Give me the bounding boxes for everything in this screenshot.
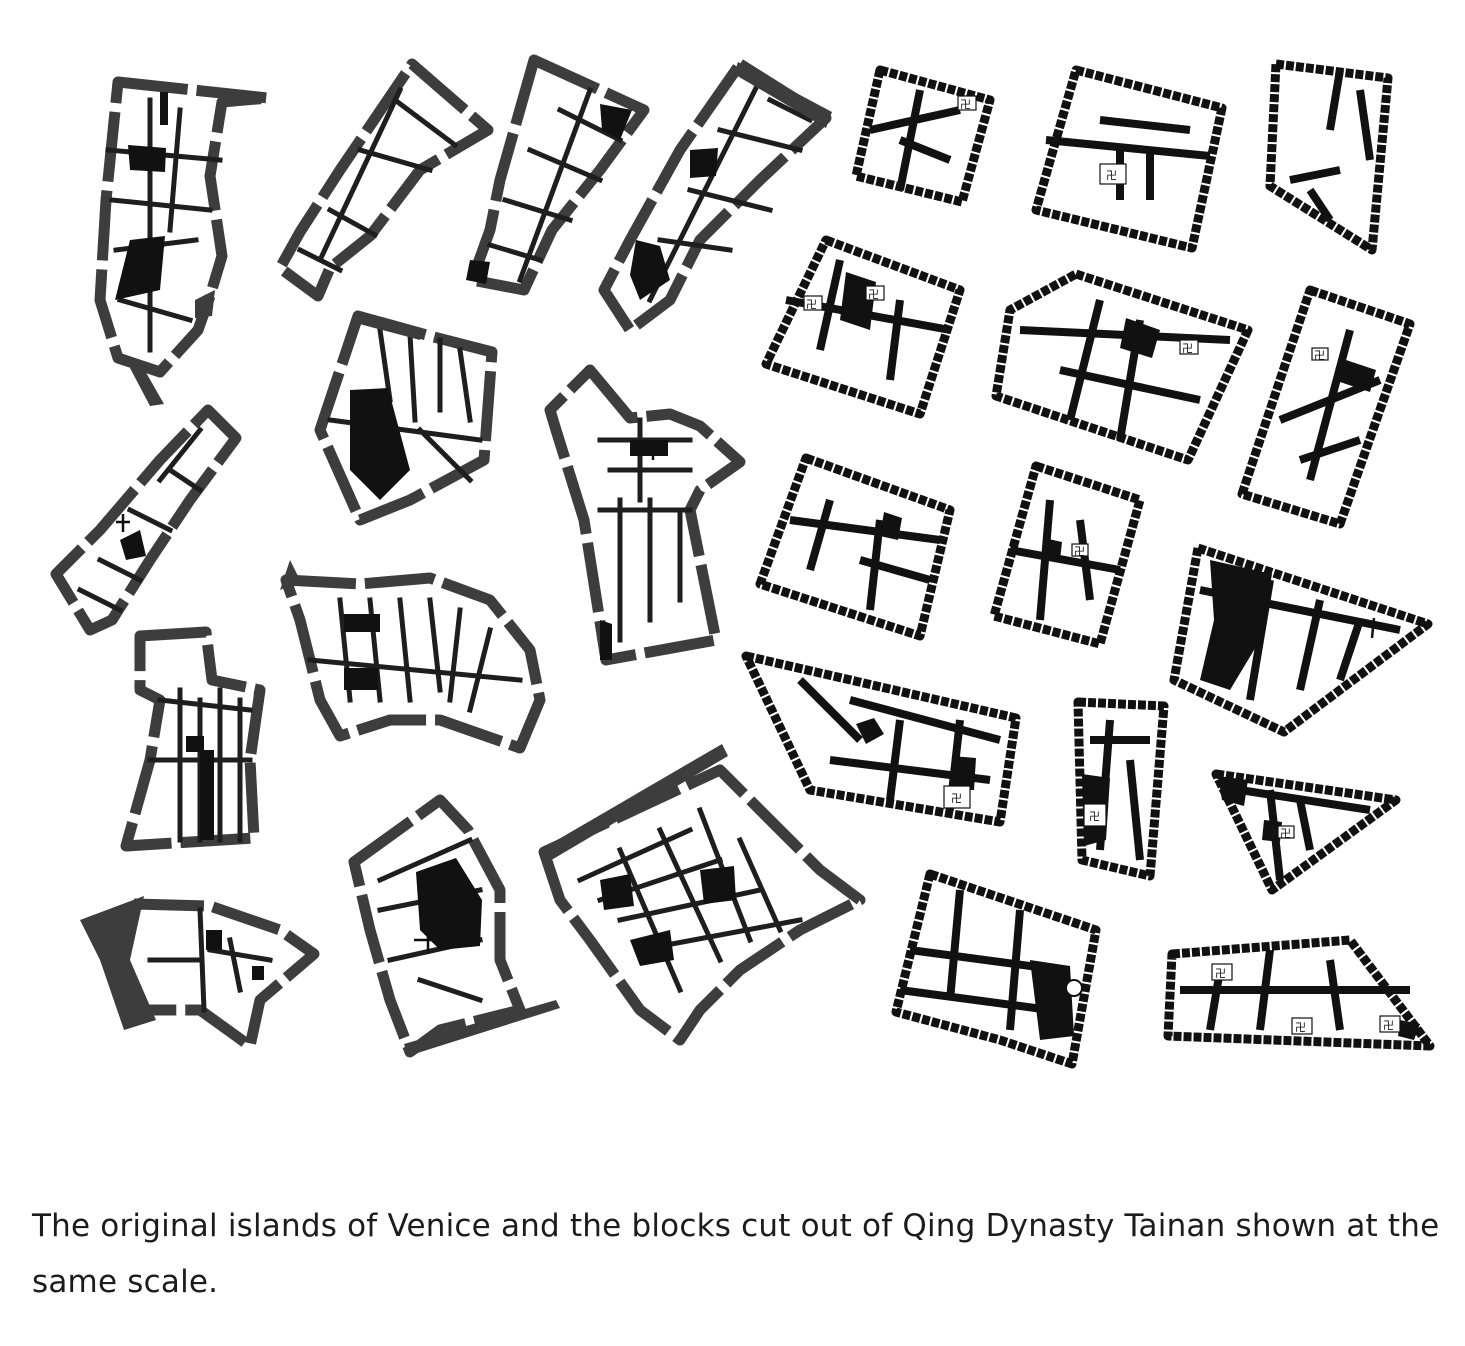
temple-mark: 卍 [1071,543,1089,558]
venice-island-1 [94,76,274,406]
svg-text:卍: 卍 [1106,169,1117,182]
tainan-block-9 [1169,543,1433,737]
venice-island-9 [120,626,266,852]
venice-islands-group [50,54,866,1058]
venice-island-2 [274,58,494,302]
venice-island-3 [466,54,650,296]
svg-text:卍: 卍 [868,288,879,301]
temple-mark: 卍 [1277,825,1295,840]
tainan-block-2: 卍 [1031,65,1227,253]
svg-text:卍: 卍 [1215,967,1226,980]
svg-text:卍: 卍 [951,792,962,805]
venice-island-8 [280,560,546,754]
venice-island-5 [50,404,242,636]
venice-island-12 [538,744,866,1046]
temple-mark: 卍 [957,95,977,111]
svg-text:卍: 卍 [1383,1019,1394,1032]
temple-mark: 卍 [1099,163,1127,185]
tainan-block-6: 卍 [1237,285,1415,529]
temple-mark: 卍卍 [803,285,885,311]
venice-island-6 [314,310,498,526]
plan-comparison-figure: 卍 卍 卍卍 卍 [50,54,1435,1069]
svg-text:卍: 卍 [1074,545,1085,558]
venice-island-7 [544,364,746,666]
venice-island-4 [598,58,832,336]
tainan-block-14: 卍卍卍 [1163,935,1435,1051]
figure-caption: The original islands of Venice and the b… [32,1208,1440,1300]
temple-mark: 卍卍卍 [1211,963,1401,1035]
tainan-block-11: 卍 [1073,697,1169,881]
tainan-block-8: 卍 [989,461,1145,649]
svg-text:卍: 卍 [960,98,971,111]
tainan-block-12: 卍 [1211,769,1401,895]
svg-text:卍: 卍 [1089,810,1100,823]
svg-text:卍: 卍 [1295,1021,1306,1034]
venice-island-11 [348,794,560,1058]
svg-text:卍: 卍 [1280,827,1291,840]
svg-text:卍: 卍 [806,298,817,311]
tainan-block-13 [891,869,1101,1069]
tainan-block-1: 卍 [851,65,995,207]
temple-mark: 卍 [943,785,971,809]
venice-island-10 [80,896,320,1052]
temple-mark: 卍 [1179,339,1199,355]
temple-mark: 卍 [1311,347,1329,362]
svg-text:卍: 卍 [1182,342,1193,355]
svg-text:卍: 卍 [1314,349,1325,362]
tainan-block-5: 卍 [991,269,1253,465]
tainan-block-7 [755,453,955,641]
tainan-block-10: 卍 [741,651,1021,827]
tainan-block-4: 卍卍 [761,235,965,419]
tainan-blocks-group: 卍 卍 卍卍 卍 [741,59,1435,1069]
temple-mark: 卍 [1083,803,1107,827]
tainan-block-3 [1265,59,1393,255]
